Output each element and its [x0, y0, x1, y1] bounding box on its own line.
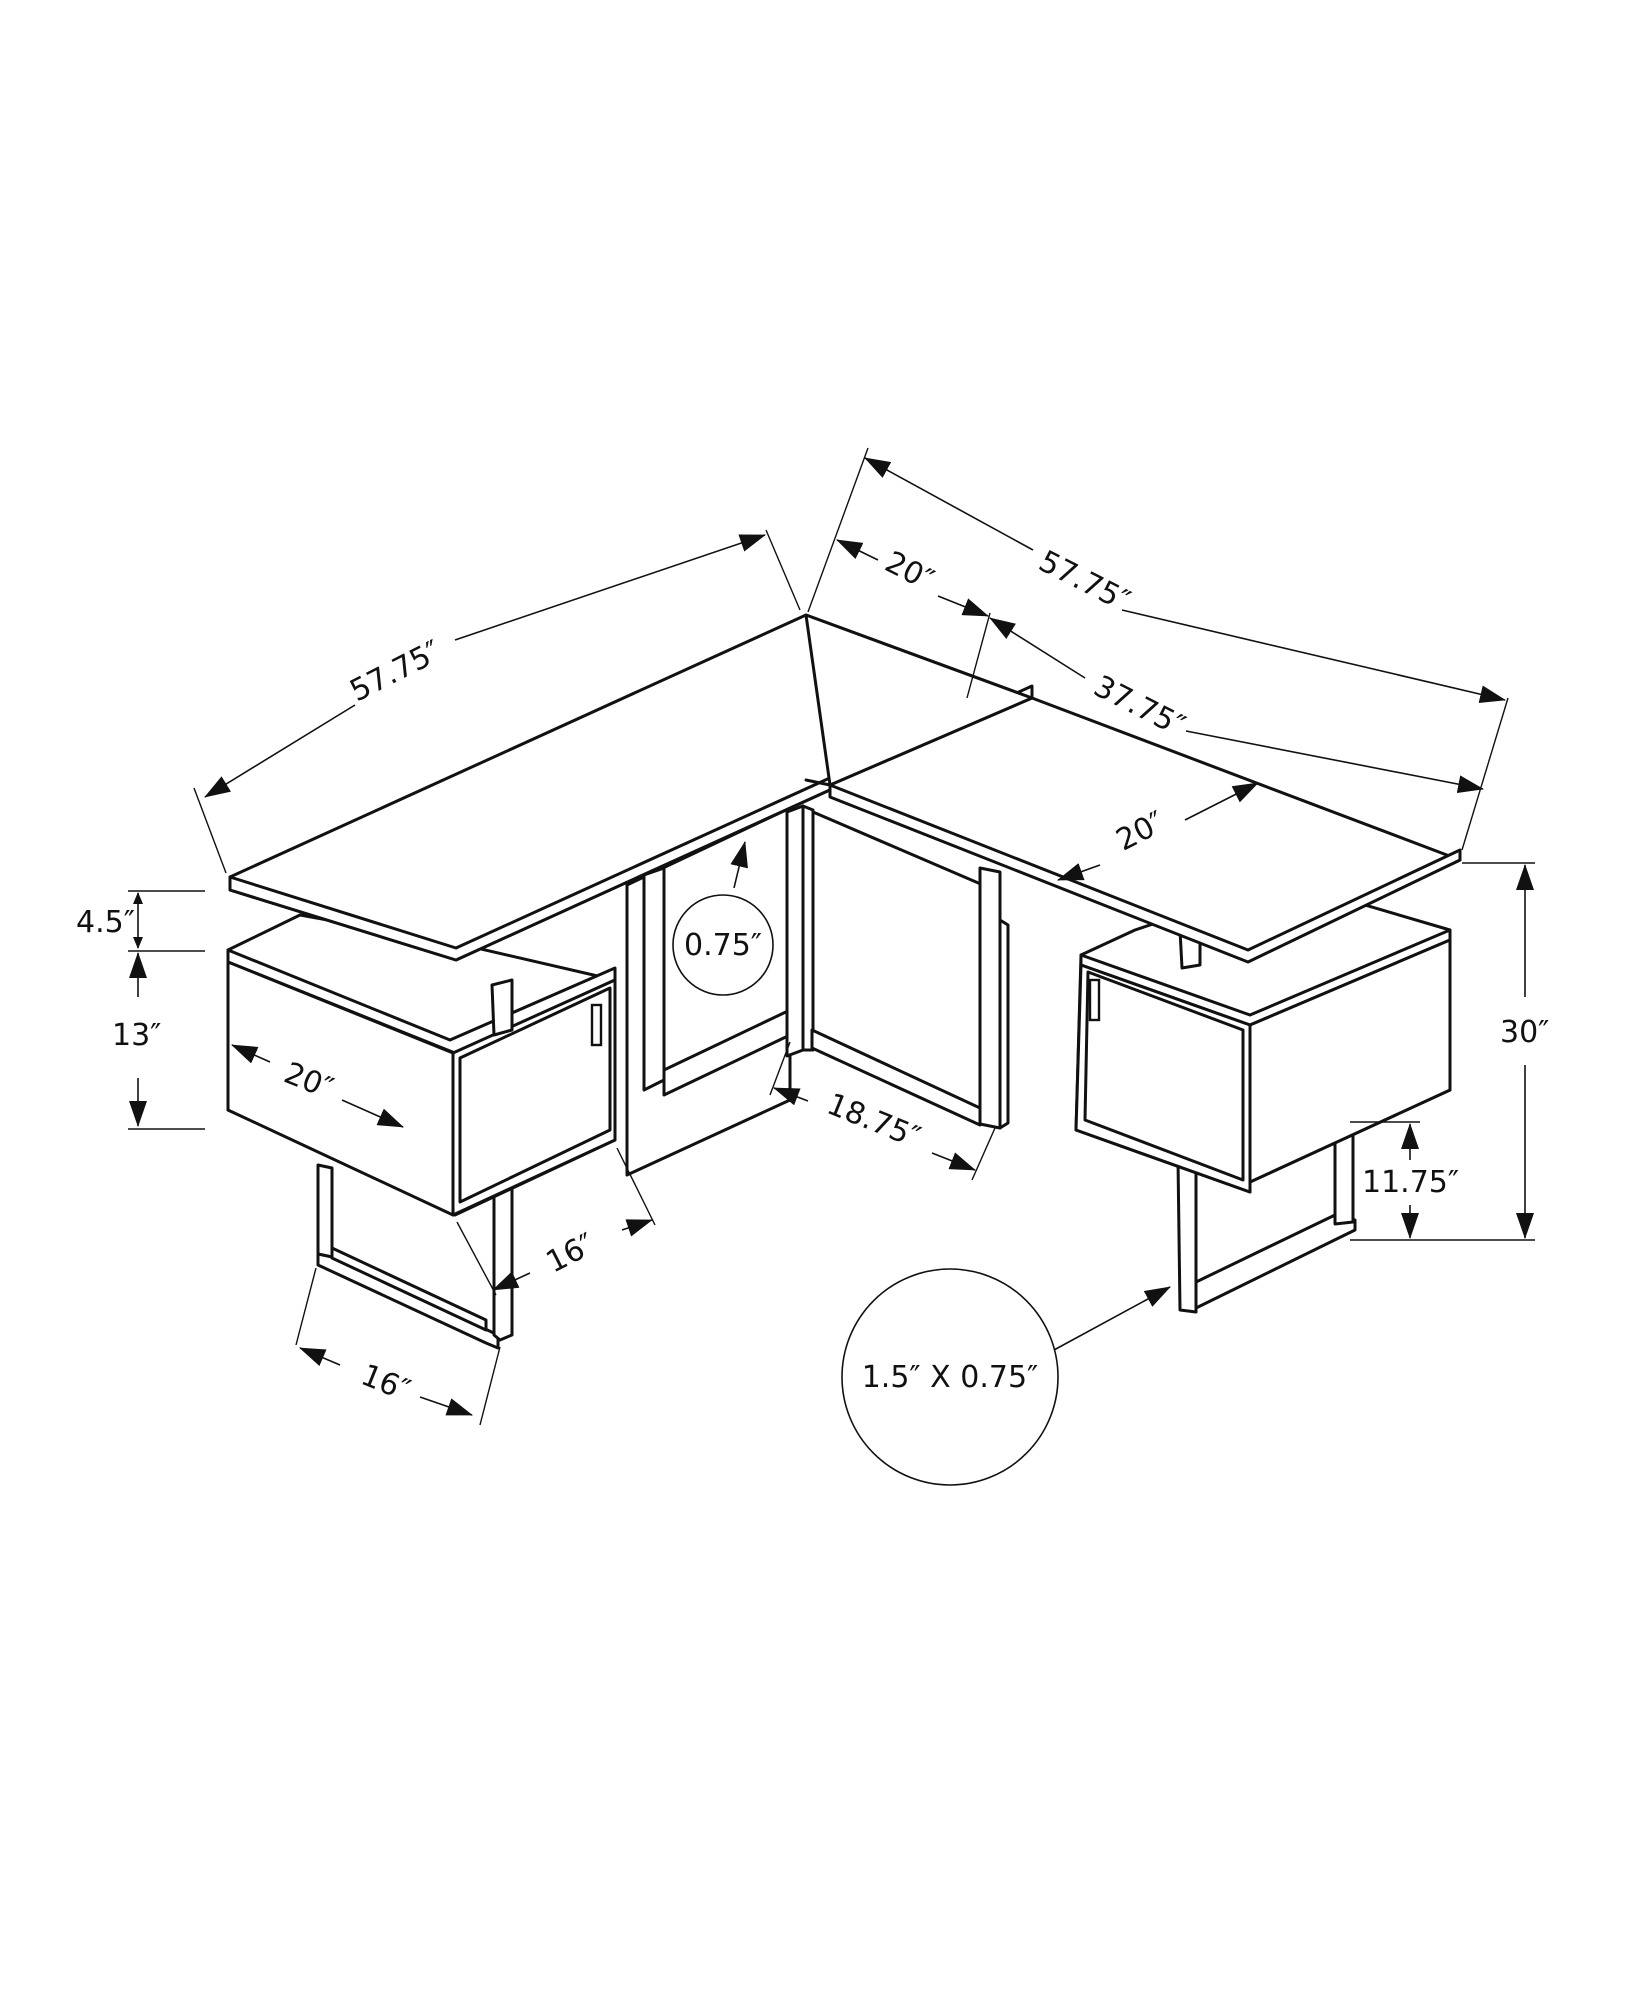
callout-panel-thickness: 0.75″: [672, 841, 774, 996]
label-cube-depth: 16″: [541, 1227, 601, 1281]
right-storage-cube: [1074, 878, 1452, 1194]
label-leg-section: 1.5″ X 0.75″: [862, 1360, 1039, 1395]
label-cube-height: 13″: [112, 1018, 161, 1053]
label-leg-width: 16″: [356, 1358, 415, 1409]
label-right-top-length: 57.75″: [1033, 544, 1135, 619]
left-cube-door-handle: [590, 1003, 603, 1047]
label-total-height: 30″: [1500, 1015, 1549, 1050]
label-panel-thickness: 0.75″: [684, 928, 762, 963]
label-shelf-gap: 4.5″: [76, 905, 135, 940]
back-panels: [625, 804, 1010, 1177]
dim-leg-clearance: 11.75″: [1350, 1121, 1459, 1239]
right-cube-door-handle: [1088, 978, 1101, 1022]
left-storage-cube: [226, 913, 617, 1217]
right-desktop: [804, 613, 1462, 964]
dim-total-height: 30″: [1350, 862, 1549, 1241]
label-knee-width: 18.75″: [822, 1087, 925, 1156]
left-leg-frame: [316, 1163, 514, 1350]
dim-cube-height: 13″: [112, 952, 205, 1130]
callout-leg-section: 1.5″ X 0.75″: [841, 1268, 1171, 1486]
label-return-depth: 20″: [879, 545, 939, 599]
dim-shelf-gap: 4.5″: [76, 890, 205, 952]
label-leg-clearance: 11.75″: [1362, 1165, 1459, 1200]
desk-drawing: [226, 613, 1462, 1350]
label-left-top-length: 57.75″: [344, 634, 446, 709]
